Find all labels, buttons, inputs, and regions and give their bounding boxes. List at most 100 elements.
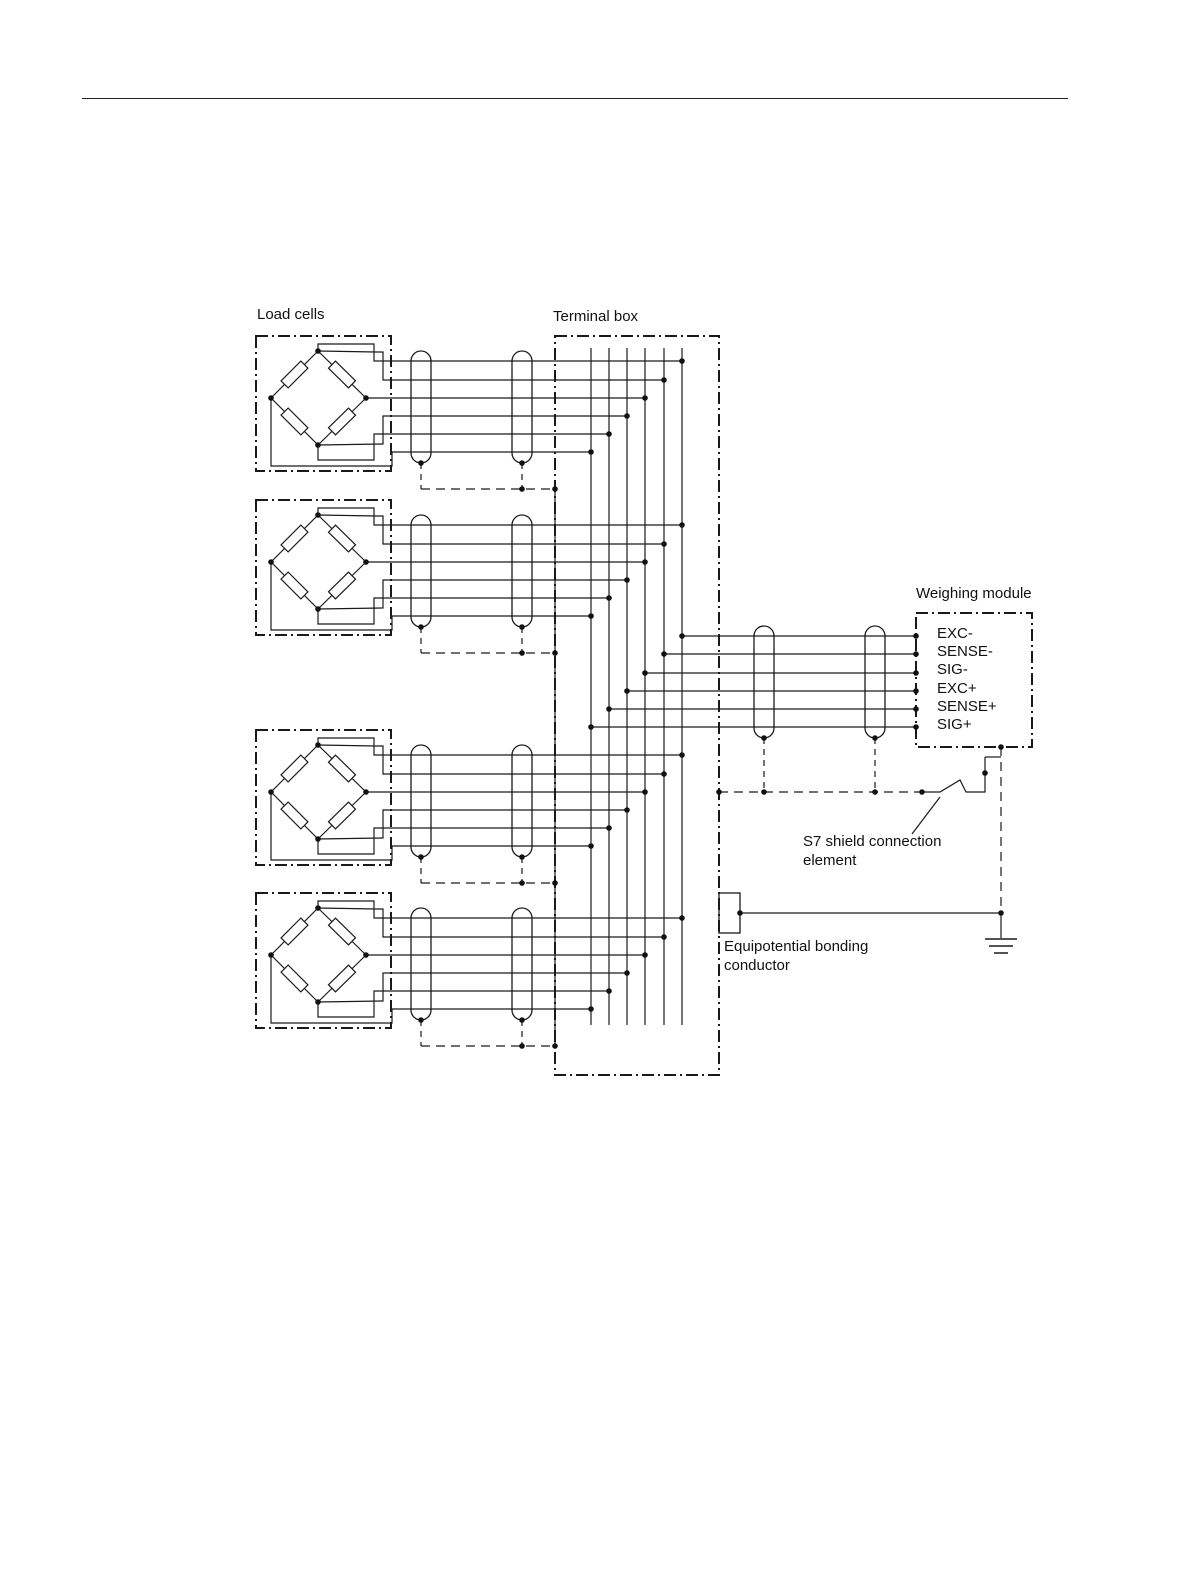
strain-gauge-resistor bbox=[281, 802, 308, 829]
strain-gauge-resistor bbox=[328, 965, 355, 992]
terminal-junction-dot bbox=[661, 651, 667, 657]
junction-dots-layer bbox=[268, 348, 1004, 1049]
shield-dot bbox=[872, 735, 878, 741]
ground-junction-dot bbox=[998, 910, 1004, 916]
bridge-node-dot bbox=[363, 952, 369, 958]
cable-shield-sleeve bbox=[512, 908, 532, 1020]
terminal-junction-dot bbox=[606, 825, 612, 831]
strain-gauge-resistor bbox=[328, 572, 355, 599]
signal-label: SENSE+ bbox=[937, 698, 997, 716]
terminal-junction-dot bbox=[642, 559, 648, 565]
sense-wire-bottom bbox=[318, 828, 392, 854]
exc-wire-bottom bbox=[318, 810, 392, 839]
shield-dot bbox=[872, 789, 878, 795]
shield-dot bbox=[552, 880, 558, 886]
cable-shield-sleeve bbox=[411, 351, 431, 463]
shield-element-line-2: element bbox=[803, 851, 941, 870]
terminal-junction-dot bbox=[661, 771, 667, 777]
strain-gauge-resistor bbox=[281, 408, 308, 435]
module-terminal-dot bbox=[913, 633, 919, 639]
terminal-junction-dot bbox=[588, 843, 594, 849]
bridge-node-dot bbox=[268, 395, 274, 401]
terminal-box-outline bbox=[555, 336, 719, 1075]
signal-label: SIG- bbox=[937, 661, 968, 679]
bonding-line-2: conductor bbox=[724, 956, 868, 975]
module-terminal-dot bbox=[913, 724, 919, 730]
signal-label: EXC+ bbox=[937, 680, 977, 698]
terminal-junction-dot bbox=[661, 377, 667, 383]
terminal-junction-dot bbox=[588, 449, 594, 455]
bridge-node-dot bbox=[315, 836, 321, 842]
cable-shield-sleeve bbox=[411, 908, 431, 1020]
terminal-junction-dot bbox=[588, 724, 594, 730]
terminal-junction-dot bbox=[588, 1006, 594, 1012]
terminal-junction-dot bbox=[642, 952, 648, 958]
load-cells-label: Load cells bbox=[257, 305, 325, 324]
shield-dot bbox=[519, 1017, 525, 1023]
shield-dot bbox=[519, 650, 525, 656]
bridge-node-dot bbox=[315, 442, 321, 448]
equipotential-bonding-terminal bbox=[719, 893, 740, 933]
exc-wire-bottom bbox=[318, 973, 392, 1002]
bridge-node-dot bbox=[315, 348, 321, 354]
strain-gauge-resistor bbox=[281, 918, 308, 945]
bonding-line-1: Equipotential bonding bbox=[724, 937, 868, 956]
strain-gauge-resistor bbox=[328, 755, 355, 782]
shield-dot bbox=[552, 486, 558, 492]
shield-dot bbox=[519, 486, 525, 492]
terminal-junction-dot bbox=[606, 595, 612, 601]
signal-label: EXC- bbox=[937, 625, 973, 643]
strain-gauge-resistor bbox=[281, 525, 308, 552]
bridge-node-dot bbox=[315, 999, 321, 1005]
strain-gauge-resistor bbox=[328, 408, 355, 435]
terminal-junction-dot bbox=[624, 577, 630, 583]
terminal-box-label: Terminal box bbox=[553, 307, 638, 326]
shield-dot bbox=[716, 789, 722, 795]
shield-connection-element bbox=[922, 773, 985, 792]
strain-gauge-resistor bbox=[328, 525, 355, 552]
terminal-junction-dot bbox=[624, 807, 630, 813]
bridge-node-dot bbox=[268, 952, 274, 958]
strain-gauge-resistor bbox=[281, 965, 308, 992]
terminal-junction-dot bbox=[679, 358, 685, 364]
cable-shield-sleeve bbox=[512, 745, 532, 857]
cable-shield-sleeve bbox=[865, 626, 885, 738]
sense-wire-bottom bbox=[318, 598, 392, 624]
terminal-junction-dot bbox=[661, 934, 667, 940]
terminal-junction-dot bbox=[679, 522, 685, 528]
bridge-node-dot bbox=[268, 559, 274, 565]
exc-wire-top bbox=[318, 515, 392, 544]
exc-wire-top bbox=[318, 745, 392, 774]
strain-gauge-resistor bbox=[328, 802, 355, 829]
module-ground-dot bbox=[998, 744, 1004, 750]
strain-gauge-resistor bbox=[281, 755, 308, 782]
module-terminal-dot bbox=[913, 706, 919, 712]
weighing-module-label: Weighing module bbox=[916, 584, 1032, 603]
bridge-node-dot bbox=[315, 512, 321, 518]
shield-connection-element-label: S7 shield connection element bbox=[803, 832, 941, 870]
bridge-node-dot bbox=[363, 789, 369, 795]
terminal-junction-dot bbox=[606, 706, 612, 712]
shield-dot bbox=[519, 854, 525, 860]
shield-dot bbox=[418, 460, 424, 466]
terminal-junction-dot bbox=[642, 789, 648, 795]
terminal-junction-dot bbox=[606, 988, 612, 994]
bridge-node-dot bbox=[315, 606, 321, 612]
signal-label: SIG+ bbox=[937, 716, 972, 734]
shield-dot bbox=[418, 854, 424, 860]
exc-wire-top bbox=[318, 351, 392, 380]
terminal-junction-dot bbox=[642, 670, 648, 676]
shield-dot bbox=[519, 880, 525, 886]
cable-shield-sleeve bbox=[411, 515, 431, 627]
module-terminal-dot bbox=[913, 651, 919, 657]
equipotential-bonding-label: Equipotential bonding conductor bbox=[724, 937, 868, 975]
shield-dot bbox=[519, 1043, 525, 1049]
shield-dot bbox=[552, 1043, 558, 1049]
bridge-node-dot bbox=[363, 395, 369, 401]
exc-wire-bottom bbox=[318, 580, 392, 609]
signal-label: SENSE- bbox=[937, 643, 993, 661]
exc-wire-top bbox=[318, 908, 392, 937]
terminal-junction-dot bbox=[588, 613, 594, 619]
boxes-layer bbox=[256, 336, 1032, 1075]
